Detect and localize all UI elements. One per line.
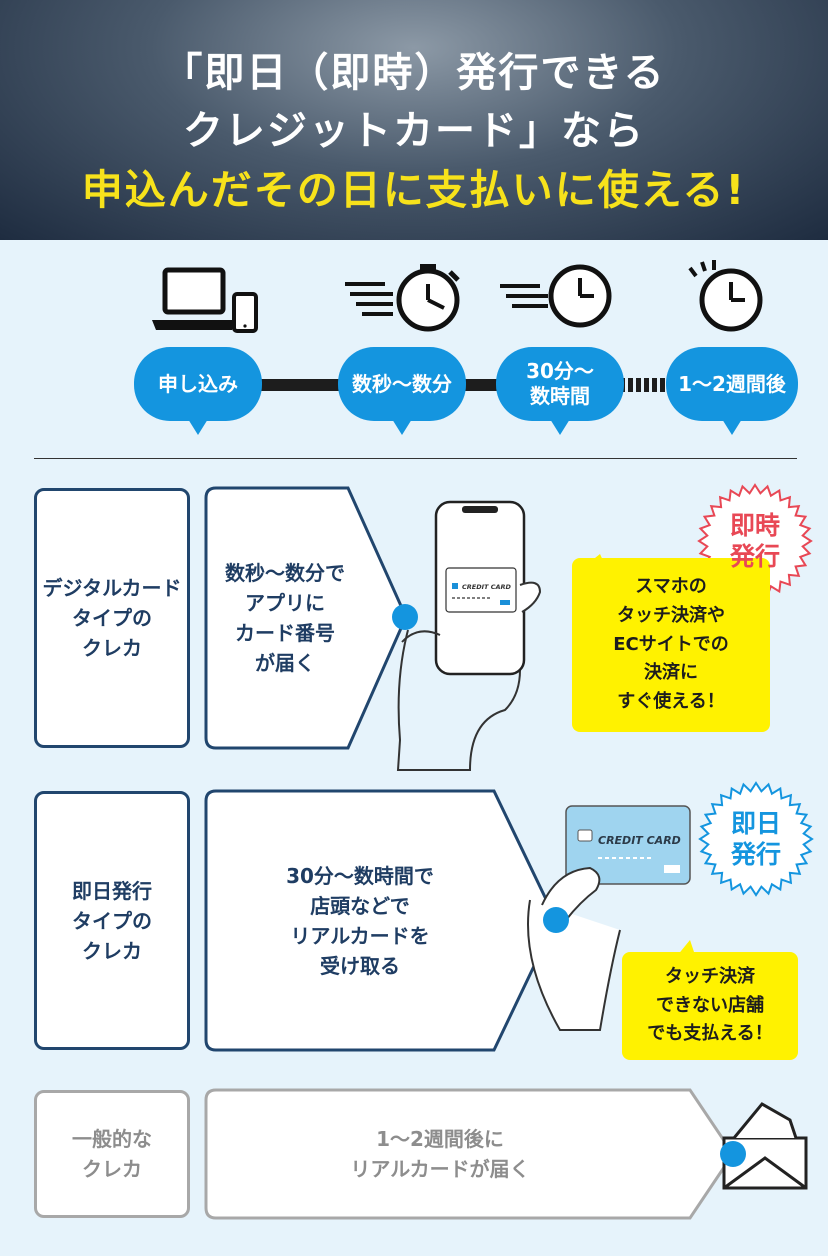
section-divider <box>34 458 797 459</box>
stopwatch-icon <box>345 264 460 332</box>
headline-line-1: 「即日（即時）発行できる <box>162 50 666 96</box>
process-endpoint <box>392 604 418 630</box>
process-text-digital: 数秒～数分で アプリに カード番号 が届く <box>225 561 345 675</box>
timeline-connector <box>258 379 344 391</box>
headline-line-2: クレジットカード」なら <box>183 108 645 154</box>
card-type-sameday: 即日発行 タイプの クレカ <box>34 791 190 1050</box>
svg-text:CREDIT CARD: CREDIT CARD <box>462 583 512 591</box>
card-type-regular: 一般的な クレカ <box>34 1090 190 1218</box>
process-arrow-regular <box>204 1088 735 1220</box>
card-type-digital: デジタルカード タイプの クレカ <box>34 488 190 748</box>
process-arrow-sameday <box>204 789 558 1052</box>
clock-icon <box>688 260 763 332</box>
process-endpoint <box>720 1141 746 1167</box>
headline-line-3: 申込んだその日に支払いに使える! <box>81 166 747 214</box>
timeline-connector-dashed <box>620 378 670 392</box>
timeline-step-hours: 30分～ 数時間 <box>496 347 624 435</box>
timeline-step-weeks: 1～2週間後 <box>666 347 798 435</box>
hero-header: 「即日（即時）発行できる クレジットカード」なら 申込んだその日に支払いに使える… <box>0 0 828 240</box>
note-digital: スマホの タッチ決済や ECサイトでの 決済に すぐ使える！ <box>572 558 770 732</box>
timeline-connector <box>462 379 502 391</box>
process-endpoint <box>543 907 569 933</box>
process-text-regular: 1～2週間後に リアルカードが届く <box>350 1127 530 1181</box>
timeline-icons <box>152 260 763 333</box>
timeline-step-apply: 申し込み <box>134 347 262 435</box>
timeline-step-seconds: 数秒～数分 <box>338 347 466 435</box>
hand-with-phone-illustration: CREDIT CARD <box>396 500 542 771</box>
badge-text-sameday: 即日 発行 <box>730 808 781 869</box>
process-arrow-digital <box>204 486 408 750</box>
sameday-badge <box>698 781 814 897</box>
badge-text-instant: 即時 発行 <box>729 510 780 571</box>
smartphone-icon <box>232 292 258 333</box>
svg-text:CREDIT CARD: CREDIT CARD <box>598 834 681 847</box>
process-text-sameday: 30分～数時間で 店頭などで リアルカードを 受け取る <box>286 863 434 978</box>
laptop-icon <box>152 267 236 330</box>
clock-icon-fast <box>500 264 612 328</box>
credit-card <box>565 805 691 885</box>
note-sameday: タッチ決済 できない店舗 でも支払える！ <box>622 952 798 1060</box>
comparison-area: 申し込み 数秒～数分 30分～ 数時間 1～2週間後 CREDIT CARD <box>0 240 828 1256</box>
